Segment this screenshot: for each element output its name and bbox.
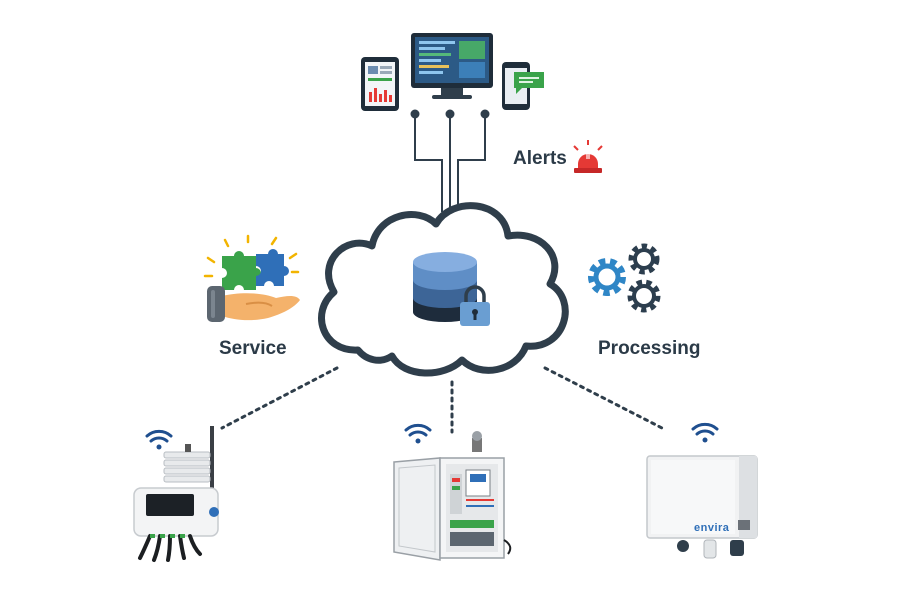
tablet-icon <box>361 57 399 111</box>
hand-puzzle-icon <box>203 234 300 322</box>
gears-icon <box>588 243 661 313</box>
padlock-icon <box>460 285 490 326</box>
alerts-label: Alerts <box>513 148 567 169</box>
weather-sensor-device <box>133 426 219 562</box>
wifi-icon <box>404 423 432 444</box>
sensor-connectors <box>220 366 664 434</box>
processing-label: Processing <box>598 338 701 359</box>
phone-icon <box>502 62 544 110</box>
wifi-icon <box>691 422 719 443</box>
monitor-icon <box>411 33 493 99</box>
wifi-icon <box>145 429 173 450</box>
service-label: Service <box>219 338 287 359</box>
siren-icon <box>573 140 603 173</box>
box-sensor-device <box>646 455 758 559</box>
client-devices <box>361 33 544 212</box>
cabinet-sensor-device <box>393 431 512 561</box>
device-brand-label: envira <box>694 522 730 534</box>
client-connectors <box>410 109 490 212</box>
